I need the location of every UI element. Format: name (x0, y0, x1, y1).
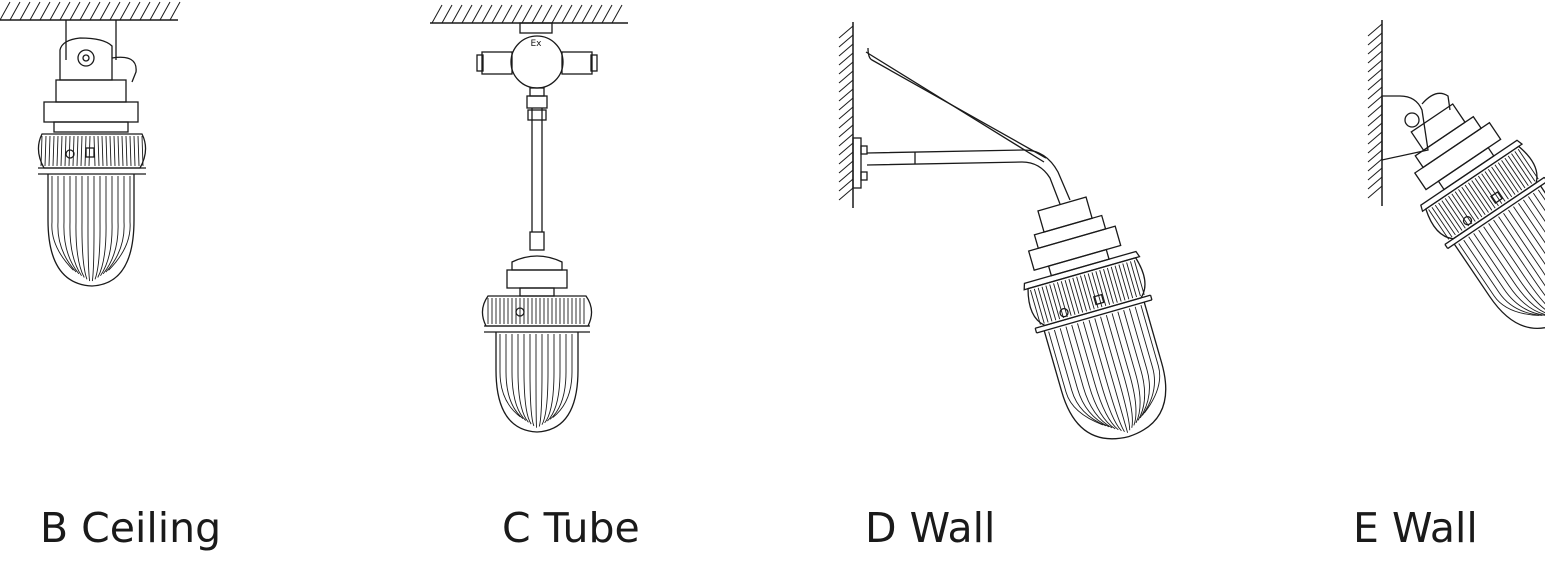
ceiling-mount-diagram (0, 1, 181, 287)
wall-arm-mount-diagram (838, 22, 1188, 454)
caption-e-wall: E Wall (1353, 504, 1478, 552)
caption-b-ceiling: B Ceiling (40, 504, 222, 552)
caption-c-tube: C Tube (502, 504, 640, 552)
wall-bracket-mount-diagram (1367, 20, 1545, 353)
tube-mount-diagram: Ex (430, 4, 628, 433)
ex-marking: Ex (530, 39, 542, 49)
caption-d-wall: D Wall (865, 504, 996, 552)
